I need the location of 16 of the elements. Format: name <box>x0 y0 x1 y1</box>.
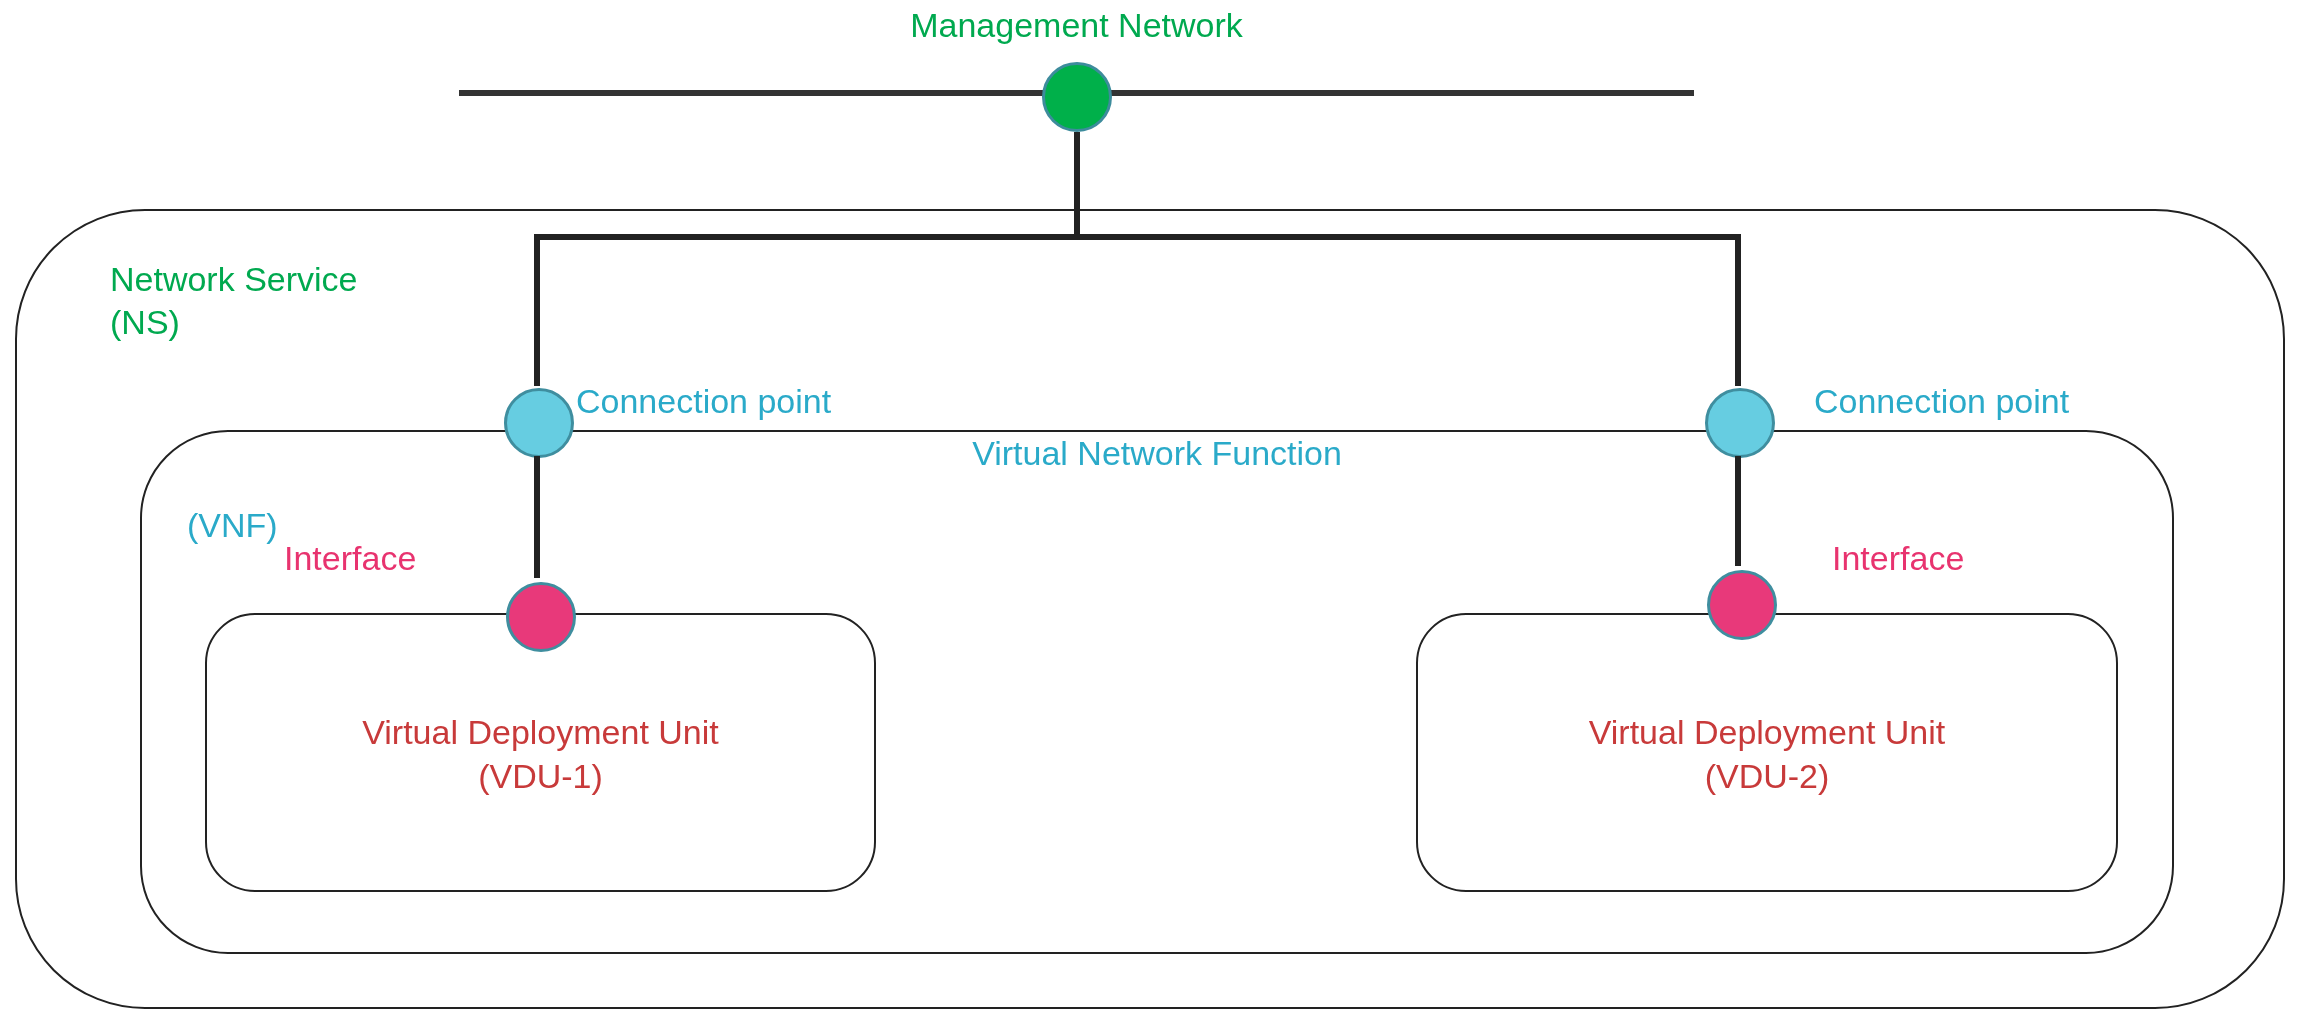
interface-label: Interface <box>284 538 417 579</box>
network-label: Management Network <box>909 6 1244 45</box>
rounded-container <box>1416 613 2118 892</box>
rounded-container <box>140 430 2174 954</box>
point-label: Connection point <box>576 381 832 422</box>
connector-line <box>534 456 540 578</box>
container-label: Network Service (NS) <box>110 259 359 343</box>
unit-label: Virtual Deployment Unit (VDU-1) <box>361 712 720 798</box>
interface-label: Interface <box>1832 538 1965 579</box>
container-label: Virtual Network Function <box>971 433 1343 474</box>
rounded-container <box>205 613 876 892</box>
container-label: (VNF) <box>187 505 279 546</box>
point-label: Connection point <box>1814 381 2070 422</box>
connector-line <box>1735 456 1741 566</box>
rounded-container <box>15 209 2285 1009</box>
unit-label: Virtual Deployment Unit (VDU-2) <box>1587 712 1947 798</box>
